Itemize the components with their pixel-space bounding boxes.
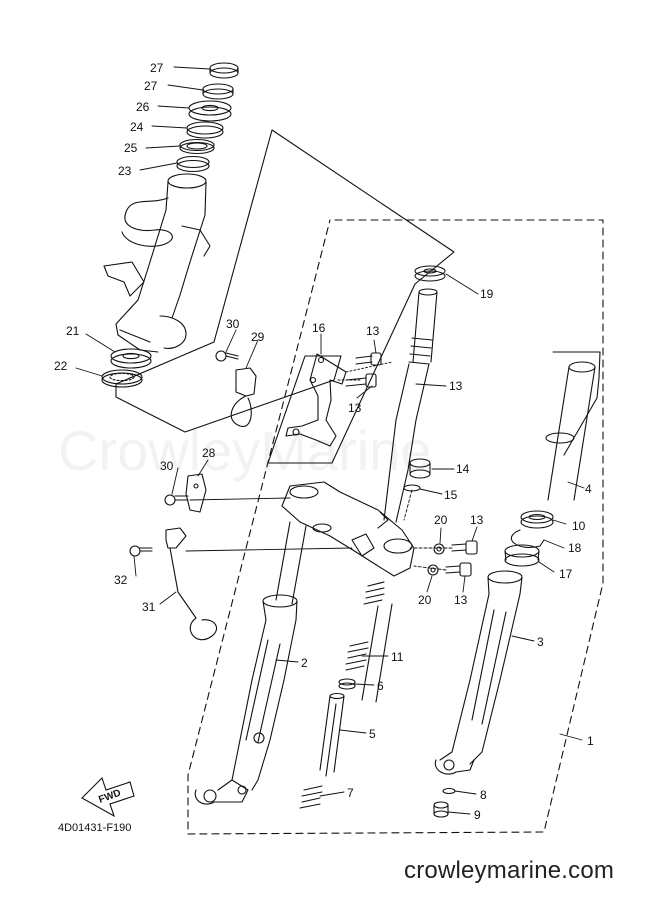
fwd-arrow-icon: FWD <box>81 776 135 818</box>
washer-8 <box>442 787 456 795</box>
callout-5: 5 <box>369 727 376 741</box>
bolt-32 <box>129 545 153 557</box>
callout-1: 1 <box>587 734 594 748</box>
callout-11: 11 <box>391 650 404 664</box>
clip-18 <box>510 529 545 548</box>
bolt-13a <box>355 352 382 366</box>
washer-26 <box>188 100 232 122</box>
inner-tube-4 <box>545 361 596 501</box>
callout-12: 13 <box>449 379 463 393</box>
watermark-text: CrowleyMarine <box>58 419 431 482</box>
callout-32: 32 <box>114 573 128 587</box>
frame-head-pipe <box>103 173 211 353</box>
steering-nut-27a <box>209 62 239 79</box>
bracket-28 <box>185 473 207 513</box>
callout-9: 9 <box>474 808 481 822</box>
bolt-9 <box>433 801 449 818</box>
callout-28: 28 <box>202 446 216 460</box>
bearing-cover-24 <box>186 121 224 139</box>
callout-24: 24 <box>130 120 144 134</box>
steering-nut-27b <box>202 83 234 100</box>
callout-22: 22 <box>54 359 68 373</box>
callout-6: 6 <box>377 679 384 693</box>
bolt-30b <box>164 494 189 506</box>
callout-4: 4 <box>585 482 592 496</box>
callout-30b: 30 <box>160 459 174 473</box>
callout-31: 31 <box>142 600 156 614</box>
seal-19 <box>414 265 446 282</box>
callout-3: 3 <box>537 635 544 649</box>
dust-seal-17 <box>504 544 540 567</box>
group-outline-right-fork <box>552 351 601 456</box>
callout-30a: 30 <box>226 317 240 331</box>
callout-13b: 13 <box>348 401 362 415</box>
callout-7: 7 <box>347 786 354 800</box>
cable-guide-29 <box>230 367 257 427</box>
callout-20b: 20 <box>418 593 432 607</box>
callout-23: 23 <box>118 164 132 178</box>
callout-14: 14 <box>456 462 470 476</box>
callout-16: 16 <box>312 321 326 335</box>
washer-20a <box>433 543 445 555</box>
cable-stay-31 <box>165 527 217 641</box>
callout-10: 10 <box>572 519 586 533</box>
bearing-25 <box>179 138 215 155</box>
callout-18: 18 <box>568 541 582 555</box>
bolt-30a <box>215 350 239 362</box>
washer-20b <box>427 564 439 576</box>
callout-29: 29 <box>251 330 265 344</box>
callout-26: 26 <box>136 100 150 114</box>
callout-leaders <box>75 66 585 815</box>
bolt-13c <box>451 540 478 555</box>
inner-tube-left <box>275 521 307 605</box>
callout-8: 8 <box>480 788 487 802</box>
drawing-reference: 4D01431-F190 <box>58 822 132 834</box>
callout-13a: 13 <box>366 324 380 338</box>
callout-21: 21 <box>66 324 80 338</box>
damper-rod-5 <box>319 692 345 777</box>
bolt-13d <box>445 562 472 577</box>
bearing-22 <box>101 369 143 388</box>
callout-17: 17 <box>559 567 573 581</box>
callout-13c: 13 <box>470 513 484 527</box>
cap-bolt-14 <box>409 458 431 479</box>
bracket-16 <box>285 353 347 447</box>
site-url[interactable]: crowleymarine.com <box>404 857 615 884</box>
under-bracket <box>281 481 415 577</box>
spring-11 <box>345 641 369 671</box>
spring-7 <box>299 785 323 809</box>
race-23 <box>176 155 210 173</box>
oil-seal-10 <box>520 510 554 529</box>
group-outline-steering-head <box>115 129 455 464</box>
callout-labels: 27 27 26 24 25 23 19 21 22 30 29 16 13 1… <box>54 61 594 822</box>
callout-13d: 13 <box>454 593 468 607</box>
bolt-13b <box>345 373 377 388</box>
steering-stem-12 <box>383 288 438 523</box>
callout-20a: 20 <box>434 513 448 527</box>
callout-2: 2 <box>301 656 308 670</box>
ring-6 <box>338 678 356 690</box>
outer-tube-3 <box>434 570 523 775</box>
callout-27a: 27 <box>150 61 164 75</box>
outer-tube-2 <box>194 594 298 805</box>
callout-15: 15 <box>444 488 458 502</box>
callout-25: 25 <box>124 141 138 155</box>
assembly-lines <box>185 361 453 571</box>
group-outline-dashed <box>187 219 604 835</box>
callout-27b: 27 <box>144 79 158 93</box>
callout-19: 19 <box>480 287 494 301</box>
race-21 <box>110 348 152 369</box>
